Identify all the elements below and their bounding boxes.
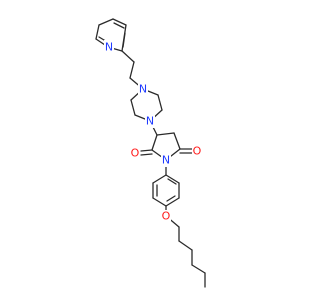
bond [121, 50, 135, 63]
piperazine-top-nitrogen-label: N [139, 83, 147, 96]
atom-ether-o: O [161, 210, 171, 223]
bond [165, 174, 180, 184]
right-carbonyl-oxygen-label: O [193, 145, 202, 158]
imide-nitrogen-label: N [162, 154, 170, 167]
bond [112, 18, 127, 26]
bond [151, 134, 158, 151]
hexyl-chain [165, 215, 206, 288]
atom-imide-n: N [161, 154, 171, 167]
structure-canvas: N N N N O O O [95, 18, 206, 288]
atom-carbonyl-o-left: O [130, 146, 140, 160]
bond [98, 18, 114, 26]
bond [140, 153, 153, 156]
bond [122, 32, 126, 48]
bond [140, 149, 153, 152]
pyridine-nitrogen-label: N [105, 41, 113, 54]
bond [191, 264, 206, 274]
atom-piperazine-n-bottom: N [145, 115, 155, 128]
bond [152, 174, 167, 184]
atom-label-background [145, 115, 155, 128]
atom-label-background [130, 146, 140, 159]
bond [130, 99, 136, 116]
atom-label-background [192, 144, 202, 157]
atom-carbonyl-o-right: O [192, 144, 202, 158]
piperazine-bottom-nitrogen-label: N [146, 115, 154, 128]
bond [157, 94, 163, 111]
bond [167, 178, 177, 185]
atom-label-background [104, 40, 114, 53]
atom-pyridine-n: N [104, 40, 114, 54]
bond [178, 240, 193, 251]
ether-oxygen-label: O [162, 210, 171, 223]
bond [95, 24, 100, 40]
atom-label-background [138, 83, 148, 96]
bond [152, 197, 167, 207]
atom-label-background [161, 210, 171, 223]
atom-piperazine-n-top: N [138, 83, 148, 96]
left-carbonyl-oxygen-label: O [131, 147, 140, 160]
bond [165, 197, 180, 207]
molecule-structure: N N N N O O O [95, 18, 206, 288]
bond [113, 22, 125, 29]
bond [173, 132, 181, 150]
phenyl-ring [152, 174, 180, 207]
bond [166, 195, 176, 202]
bond [129, 61, 135, 79]
atom-label-background [161, 154, 171, 167]
bond [156, 132, 175, 136]
